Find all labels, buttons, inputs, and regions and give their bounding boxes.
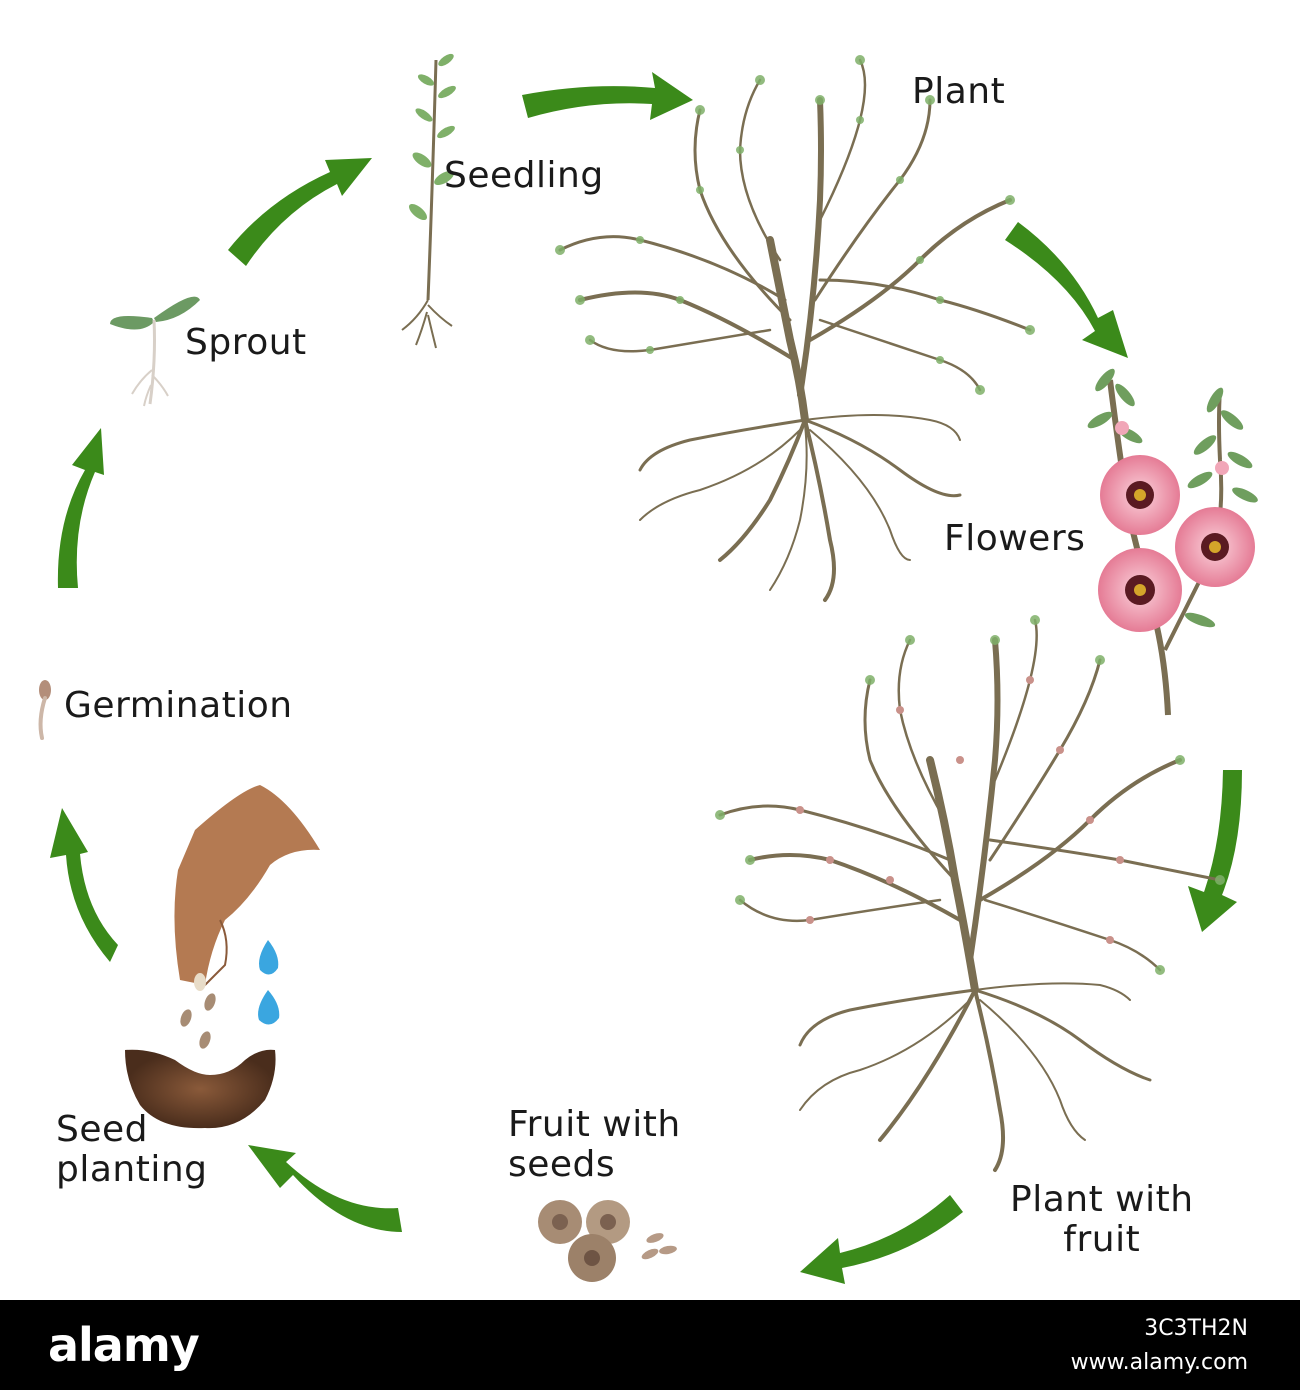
watermark-footer: alamy 3C3TH2N www.alamy.com: [0, 1300, 1300, 1390]
image-id: 3C3TH2N: [1144, 1316, 1248, 1341]
plant-tree-illustration: [558, 58, 1032, 602]
arrow-fruit-plant-to-fruit: [800, 1195, 963, 1284]
plant-with-fruit-foliage: [715, 615, 1225, 975]
label-plant-with-fruit: Plant with fruit: [1010, 1179, 1194, 1260]
flower-3: [1098, 548, 1182, 632]
plant-foliage: [555, 55, 1035, 395]
arrow-germination-to-sprout: [57, 428, 104, 588]
label-fruit-with-seeds: Fruit with seeds: [508, 1104, 681, 1185]
label-germination: Germination: [64, 685, 293, 726]
seedling-illustration: [401, 53, 456, 349]
arrow-seed-planting-to-germination: [50, 808, 118, 962]
label-flowers: Flowers: [944, 518, 1086, 559]
arrow-flowers-to-fruit-plant: [1188, 770, 1242, 932]
plant-with-fruit-illustration: [718, 618, 1222, 1172]
label-seed-planting: Seed planting: [56, 1109, 208, 1190]
flowers-illustration: [1087, 368, 1258, 716]
diagram-illustrations: [38, 53, 1258, 1284]
arrow-plant-to-flowers: [1005, 222, 1128, 358]
seed-planting-illustration: [125, 785, 320, 1129]
brand-logo: alamy: [48, 1318, 200, 1372]
arrow-fruit-to-seed-planting: [248, 1145, 402, 1232]
fruit-with-seeds-illustration: [538, 1200, 677, 1282]
flower-2: [1175, 507, 1255, 587]
site-url: www.alamy.com: [1070, 1350, 1248, 1375]
arrow-seedling-to-plant: [522, 72, 693, 120]
flower-1: [1100, 455, 1180, 535]
label-seedling: Seedling: [444, 155, 604, 196]
life-cycle-diagram: Seed planting Germination Sprout Seedlin…: [38, 53, 1258, 1284]
label-sprout: Sprout: [185, 322, 307, 363]
label-plant: Plant: [912, 71, 1006, 112]
sprout-illustration: [110, 296, 200, 407]
arrow-sprout-to-seedling: [228, 158, 372, 266]
germination-seed-illustration: [38, 680, 51, 740]
